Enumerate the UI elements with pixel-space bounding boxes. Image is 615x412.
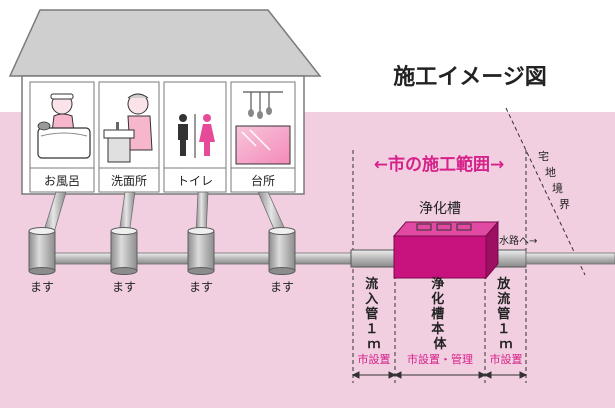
masu-boxes bbox=[28, 227, 296, 275]
toilet-figures-icon bbox=[178, 114, 215, 158]
outflow-label: 水路へ→ bbox=[499, 234, 537, 247]
boundary-label: 宅 地 境 界 bbox=[538, 149, 570, 211]
room-panel-bath: お風呂 bbox=[29, 81, 95, 193]
masu-label-1: ます bbox=[30, 280, 54, 294]
room-label-kitchen: 台所 bbox=[251, 173, 275, 188]
diagram-title: 施工イメージ図 bbox=[393, 64, 547, 90]
room-panel-washroom: 洗面所 bbox=[98, 81, 160, 193]
owner-label-outflow: 市設置 bbox=[490, 352, 523, 366]
masu-3 bbox=[187, 227, 215, 275]
inflow-pipe bbox=[350, 249, 395, 268]
masu-4 bbox=[268, 227, 296, 275]
room-panel-toilet: トイレ bbox=[163, 81, 227, 193]
masu-label-2: ます bbox=[112, 280, 136, 294]
section-tank-body: 浄 化 槽 本 体 bbox=[431, 276, 449, 352]
scope-dashed-lines bbox=[352, 150, 527, 383]
room-panel-kitchen: 台所 bbox=[230, 81, 296, 193]
owner-label-inflow: 市設置 bbox=[358, 352, 391, 366]
city-scope-label: ←市の施工範囲→ bbox=[374, 154, 505, 175]
dimension-arrows bbox=[351, 371, 528, 379]
room-label-washroom: 洗面所 bbox=[111, 174, 147, 188]
kitchen-utensils-icon bbox=[235, 91, 291, 165]
section-outflow-pipe: 放 流 管 １ ｍ bbox=[496, 276, 515, 352]
masu-label-3: ます bbox=[189, 280, 213, 294]
house-roof bbox=[8, 9, 322, 77]
tank-label: 浄化槽 bbox=[419, 201, 461, 217]
masu-label-4: ます bbox=[270, 280, 294, 294]
property-boundary-line bbox=[505, 107, 586, 276]
room-label-toilet: トイレ bbox=[177, 174, 213, 188]
masu-2 bbox=[110, 227, 138, 275]
masu-1 bbox=[28, 227, 56, 275]
section-inflow-pipe: 流 入 管 １ ｍ bbox=[365, 276, 383, 352]
washbasin-person-icon bbox=[103, 93, 153, 163]
tank-lids bbox=[416, 223, 472, 231]
owner-label-tank: 市設置・管理 bbox=[407, 352, 473, 366]
room-label-bath: お風呂 bbox=[44, 174, 80, 188]
septic-tank bbox=[392, 220, 500, 280]
channel-pipe bbox=[525, 252, 615, 265]
bathtub-person-icon bbox=[37, 93, 91, 159]
